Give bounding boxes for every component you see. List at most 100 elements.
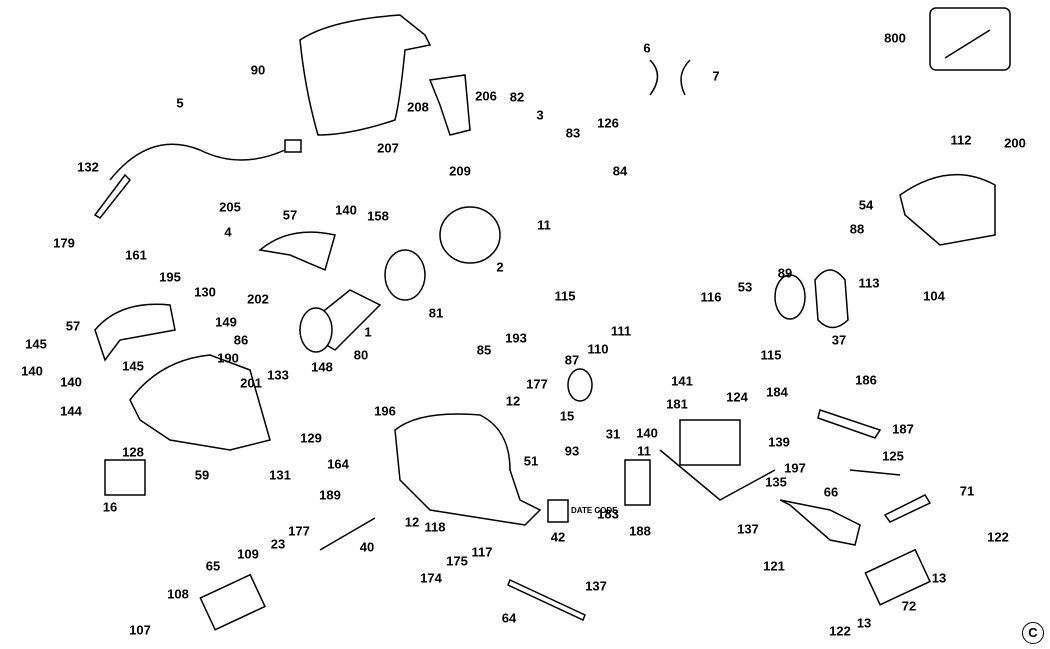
dust-bag [299,14,432,136]
part-number-label: 53 [737,279,753,295]
part-number-label: 23 [270,536,286,552]
part-number-label: 89 [777,265,793,281]
part-number-label: 140 [636,425,658,441]
part-number-label: 104 [923,288,945,304]
part-number-label: 107 [129,622,151,638]
part-number-label: 72 [901,598,917,614]
part-number-label: 65 [205,558,221,574]
part-number-label: 149 [215,314,237,330]
part-number-label: 128 [122,444,144,460]
part-number-label: 141 [671,373,693,389]
part-number-label: 84 [612,163,628,179]
part-number-label: 175 [446,553,468,569]
part-number-label: 37 [831,332,847,348]
part-number-label: 131 [269,467,291,483]
frame-51 [394,413,542,526]
part-number-label: 183 [597,506,619,522]
part-number-label: 135 [765,474,787,490]
part-number-label: 158 [367,208,389,224]
lead-7 [680,59,691,96]
part-number-label: 181 [666,396,688,412]
part-number-label: 64 [501,610,517,626]
bracket-66 [779,499,861,546]
part-number-label: 179 [53,235,75,251]
part-number-label: 148 [311,359,333,375]
part-number-label: 116 [700,289,722,305]
part-number-label: 189 [319,487,341,503]
part-number-label: 115 [760,347,782,363]
fan-baffle [384,249,426,301]
part-number-label: 31 [605,426,621,442]
part-number-label: 161 [125,247,147,263]
part-number-label: 184 [766,384,788,400]
belt-guide-64 [507,578,586,622]
part-number-label: 177 [526,376,548,392]
part-number-label: 2 [496,259,504,275]
platen-124 [679,419,741,466]
part-number-label: 87 [564,352,580,368]
part-number-label: 139 [768,434,790,450]
part-number-label: 118 [424,519,446,535]
part-number-label: 5 [176,95,184,111]
part-number-label: 93 [564,443,580,459]
part-number-label: 125 [882,448,904,464]
dust-nozzle [428,74,471,136]
part-number-label: 130 [194,284,216,300]
part-number-label: 201 [240,375,262,391]
part-number-label: 109 [237,546,259,562]
cord-plug [284,139,302,153]
part-number-label: 207 [377,140,399,156]
part-number-label: 12 [404,514,420,530]
inset-tool [944,29,991,59]
part-number-label: 200 [1004,135,1026,151]
part-number-label: 15 [559,408,575,424]
drive-pulley-87 [567,368,593,402]
inset-800-box [929,7,1011,71]
part-number-label: 7 [712,68,720,84]
part-number-label: 1 [364,324,372,340]
part-number-label: 202 [247,291,269,307]
part-number-label: 83 [565,125,581,141]
part-number-label: 209 [449,163,471,179]
part-number-label: 800 [884,30,906,46]
motor-field [439,206,501,264]
part-number-label: 206 [475,88,497,104]
bracket-188 [624,459,651,506]
part-number-label: 145 [122,358,144,374]
part-number-label: 71 [959,483,975,499]
part-number-label: 126 [597,115,619,131]
part-number-label: 113 [858,275,880,291]
part-number-label: 90 [250,62,266,78]
part-number-label: 145 [25,336,47,352]
lead-6 [649,59,659,96]
part-number-label: 129 [300,430,322,446]
handle-front [94,303,176,362]
shaft-40 [319,517,376,551]
part-number-label: 13 [931,570,947,586]
roller-65 [199,573,266,631]
part-number-label: 208 [407,99,429,115]
part-number-label: 66 [823,484,839,500]
part-number-label: 111 [610,323,632,339]
part-number-label: 40 [359,539,375,555]
part-number-label: 42 [550,529,566,545]
part-number-label: 13 [856,615,872,631]
part-number-label: 6 [643,40,651,56]
part-number-label: 11 [537,217,551,233]
part-number-label: 81 [428,305,444,321]
part-number-label: 140 [21,363,43,379]
part-number-label: 117 [471,544,493,560]
gear-89 [774,274,806,320]
part-number-label: 205 [219,199,241,215]
part-number-label: 190 [217,350,239,366]
part-number-label: 140 [335,202,357,218]
part-number-label: 177 [288,523,310,539]
part-number-label: 85 [476,342,492,358]
part-number-label: 137 [585,578,607,594]
part-number-label: 4 [224,224,232,240]
part-number-label: 174 [420,570,442,586]
part-number-label: 82 [509,89,525,105]
part-number-label: 11 [637,443,651,459]
part-number-label: 137 [737,521,759,537]
